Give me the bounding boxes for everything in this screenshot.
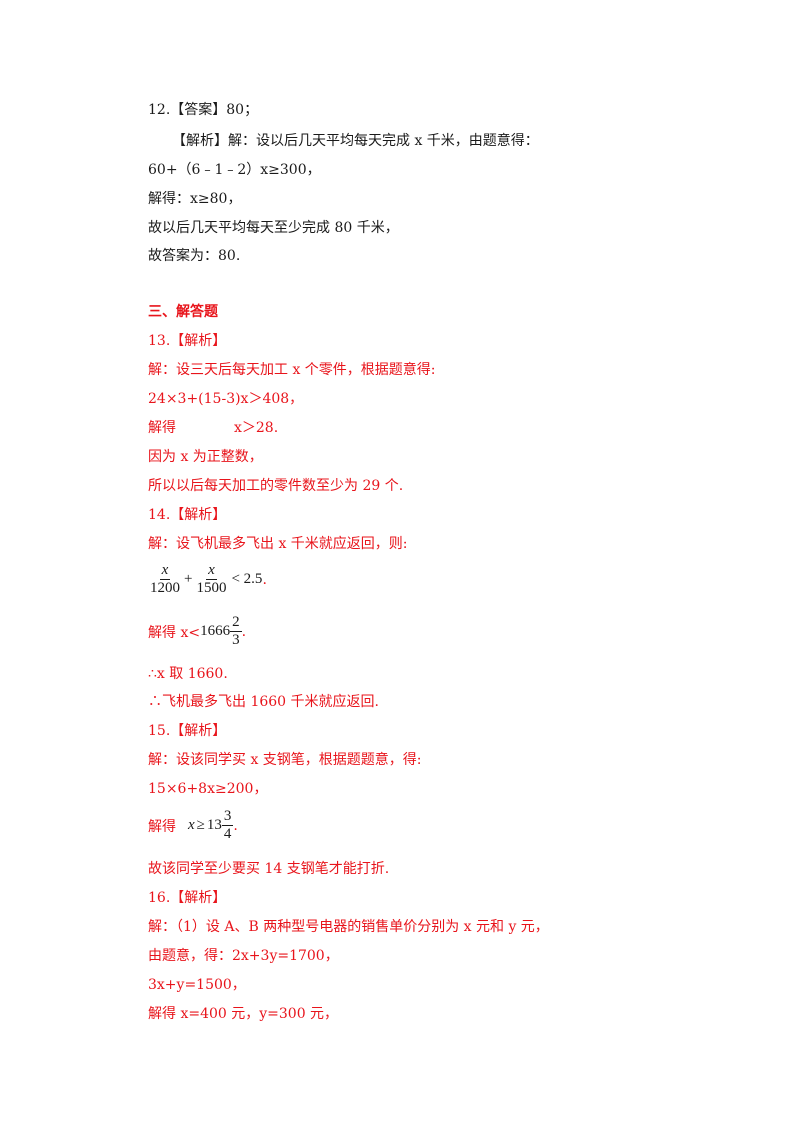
q14-inequality-formula: x 1200 + x 1500 < 2.5 . bbox=[148, 562, 267, 597]
fraction-denominator: 4 bbox=[223, 826, 232, 842]
formula-period: . bbox=[241, 623, 247, 640]
q12-analysis-line: 【解析】解：设以后几天平均每天完成 x 千米，由题意得： bbox=[172, 133, 539, 149]
fraction-x-over-1200: x 1200 bbox=[148, 562, 182, 597]
q16-equation2-line: 3x+y=1500， bbox=[148, 977, 246, 993]
plus-sign: + bbox=[184, 571, 193, 587]
fraction-x-over-1500: x 1500 bbox=[194, 562, 228, 597]
geq-sign: ≥ bbox=[196, 817, 205, 833]
q15-solve-line: 解得 x ≥ 13 3 4 . bbox=[148, 808, 238, 843]
formula-period: . bbox=[262, 571, 267, 588]
fraction-denominator: 1200 bbox=[150, 580, 180, 596]
q13-solve-result: x＞28. bbox=[234, 420, 279, 436]
q13-integer-line: 因为 x 为正整数， bbox=[148, 449, 263, 465]
variable-x: x bbox=[188, 817, 195, 833]
q16-heading: 16.【解析】 bbox=[148, 890, 227, 906]
q14-take-line: ∴x 取 1660. bbox=[148, 666, 228, 682]
q14-setup-line: 解：设飞机最多飞出 x 千米就应返回，则: bbox=[148, 536, 408, 552]
q15-setup-line: 解：设该同学买 x 支钢笔，根据题题意，得: bbox=[148, 752, 422, 768]
q12-final-answer-line: 故答案为：80. bbox=[148, 248, 241, 264]
q16-solve-line: 解得 x=400 元，y=300 元， bbox=[148, 1006, 339, 1022]
q15-inequality-line: 15×6+8x≥200， bbox=[148, 781, 268, 797]
mixed-number-whole: 13 bbox=[206, 817, 222, 833]
mixed-number-whole: 1666 bbox=[200, 623, 231, 639]
q15-solve-label: 解得 bbox=[148, 818, 176, 835]
section-title: 三、解答题 bbox=[148, 304, 218, 320]
fraction-denominator: 3 bbox=[232, 632, 240, 648]
q15-conclusion-line: 故该同学至少要买 14 支钢笔才能打折. bbox=[148, 861, 390, 877]
q12-answer-line: 12.【答案】80； bbox=[148, 102, 259, 118]
q13-setup-line: 解：设三天后每天加工 x 个零件，根据题意得: bbox=[148, 362, 436, 378]
q15-heading: 15.【解析】 bbox=[148, 723, 227, 739]
q13-conclusion-line: 所以以后每天加工的零件数至少为 29 个. bbox=[148, 478, 404, 494]
q16-setup-line: 解：（1）设 A、B 两种型号电器的销售单价分别为 x 元和 y 元， bbox=[148, 919, 549, 935]
q12-equation-line: 60+（6﹣1﹣2）x≥300， bbox=[148, 162, 321, 178]
fraction-numerator: x bbox=[208, 562, 215, 578]
q14-conclusion-line: ∴飞机最多飞出 1660 千米就应返回. bbox=[148, 694, 379, 710]
q14-heading: 14.【解析】 bbox=[148, 507, 227, 523]
q16-equation1-line: 由题意，得：2x+3y=1700， bbox=[148, 948, 339, 964]
fraction-numerator: 3 bbox=[221, 808, 234, 826]
q14-solve-label: 解得 x< bbox=[148, 624, 201, 641]
fraction-denominator: 1500 bbox=[196, 580, 227, 596]
q13-heading: 13.【解析】 bbox=[148, 333, 227, 349]
mixed-number-fraction: 2 3 bbox=[230, 614, 242, 649]
fraction-numerator: 2 bbox=[230, 614, 242, 632]
q13-inequality-line: 24×3+(15-3)x＞408， bbox=[148, 391, 304, 407]
mixed-number-fraction: 3 4 bbox=[221, 808, 234, 843]
q12-solve-line: 解得：x≥80， bbox=[148, 191, 242, 207]
formula-period: . bbox=[233, 817, 238, 834]
q13-solve-line: 解得 x＞28. bbox=[148, 418, 278, 438]
fraction-numerator: x bbox=[161, 562, 169, 578]
inequality-rhs: < 2.5 bbox=[231, 571, 263, 587]
q13-solve-label: 解得 bbox=[148, 420, 176, 436]
q14-solve-line: 解得 x< 1666 2 3 . bbox=[148, 614, 246, 649]
q12-conclusion-line: 故以后几天平均每天至少完成 80 千米， bbox=[148, 220, 399, 236]
